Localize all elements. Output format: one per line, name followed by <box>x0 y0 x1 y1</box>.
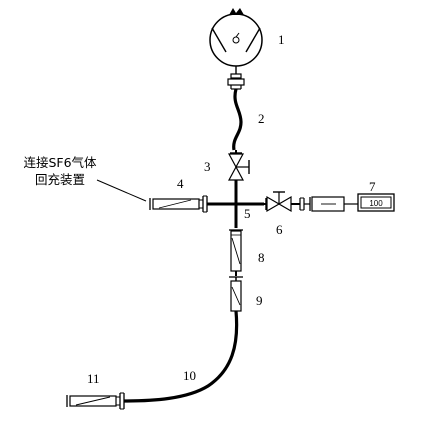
label-5: 5 <box>244 206 251 221</box>
label-6: 6 <box>276 222 283 237</box>
label-4: 4 <box>177 176 184 191</box>
note-line-2: 回充装置 <box>34 172 85 187</box>
flex-hose-lower <box>123 310 239 403</box>
label-10: 10 <box>183 368 196 383</box>
label-7: 7 <box>369 179 376 194</box>
meter-display: 100 <box>369 199 383 208</box>
valve-vertical <box>227 150 250 198</box>
coupling-lower <box>229 276 243 312</box>
label-9: 9 <box>256 293 263 308</box>
label-1: 1 <box>278 32 285 47</box>
note-line-1: 连接SF6气体 <box>23 155 97 170</box>
digital-meter: 100 <box>299 193 395 212</box>
coupling-upper <box>229 229 243 276</box>
valve-horizontal <box>264 191 300 213</box>
label-11: 11 <box>87 371 100 386</box>
gauge-connector <box>227 66 245 90</box>
label-3: 3 <box>204 159 211 174</box>
label-2: 2 <box>258 111 265 126</box>
cross-tee <box>207 198 264 228</box>
pressure-gauge <box>209 8 263 67</box>
left-fitting <box>149 195 208 213</box>
label-8: 8 <box>258 250 265 265</box>
refill-device-note: 连接SF6气体 回充装置 <box>20 154 100 188</box>
note-leader-line <box>96 179 147 202</box>
flex-hose-upper <box>232 88 243 151</box>
end-fitting <box>66 392 125 410</box>
